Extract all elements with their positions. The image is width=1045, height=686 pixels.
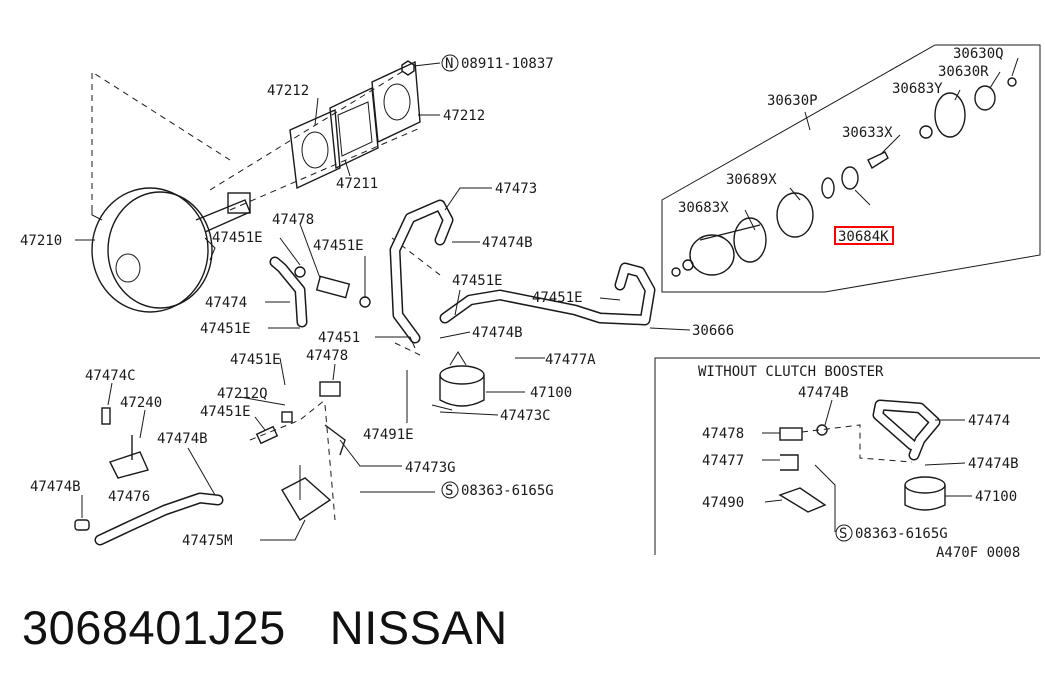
label-30666: 30666 (692, 323, 734, 339)
label-47451e-d: 47451E (452, 273, 503, 289)
nut-08911[interactable] (401, 60, 415, 76)
label-47473: 47473 (495, 181, 537, 197)
label-08911-10837: 08911-10837 (461, 56, 554, 72)
part-labels: N 08911-10837 47212 47212 47211 47210 47… (20, 46, 1020, 561)
label-47474b-d: 47474B (30, 479, 81, 495)
label-47451e-e: 47451E (532, 290, 583, 306)
label-30683y: 30683Y (892, 81, 943, 97)
clutch-booster-body-30630p[interactable] (671, 77, 1017, 277)
label-inset-47477: 47477 (702, 453, 744, 469)
label-47477a: 47477A (545, 352, 596, 368)
label-47451e-b: 47451E (313, 238, 364, 254)
gasket-47212-right[interactable] (371, 60, 421, 144)
inset-bracket-47490[interactable] (778, 454, 827, 513)
inset-tank-47100[interactable] (904, 476, 946, 511)
leader-lines (75, 57, 1019, 541)
check-valve-47478-upper[interactable] (294, 266, 371, 308)
label-30683x: 30683X (678, 200, 729, 216)
label-n-circle: N (445, 56, 453, 72)
parts-diagram: N 08911-10837 47212 47212 47211 47210 47… (20, 44, 1041, 561)
hose-30666[interactable] (439, 262, 656, 326)
label-47476: 47476 (108, 489, 150, 505)
label-47474b-a: 47474B (482, 235, 533, 251)
label-47212-top: 47212 (267, 83, 309, 99)
label-s-circle-b: S (839, 526, 847, 542)
label-30630p: 30630P (767, 93, 818, 109)
brake-booster-47210[interactable] (91, 187, 251, 313)
label-47478-upper: 47478 (272, 212, 314, 228)
inset-frame (654, 357, 1040, 555)
gasket-47212-left[interactable] (289, 108, 341, 190)
label-inset-47490: 47490 (702, 495, 744, 511)
label-47212-right: 47212 (443, 108, 485, 124)
inset-title: WITHOUT CLUTCH BOOSTER (698, 364, 884, 380)
label-47451e-g: 47451E (230, 352, 281, 368)
label-inset-47100: 47100 (975, 489, 1017, 505)
hose-47476[interactable] (94, 492, 224, 546)
label-08363-6165g-a: 08363-6165G (461, 483, 554, 499)
inset-hose-47474[interactable] (872, 399, 941, 461)
label-47474c: 47474C (85, 368, 136, 384)
label-30689x: 30689X (726, 172, 777, 188)
reference-code: A470F 0008 (936, 545, 1020, 561)
label-30630q: 30630Q (953, 46, 1004, 62)
label-47478-lower: 47478 (306, 348, 348, 364)
label-47475m: 47475M (182, 533, 233, 549)
label-47451e-a: 47451E (212, 230, 263, 246)
label-s-circle-a: S (445, 483, 453, 499)
label-30633x: 30633X (842, 125, 893, 141)
valve-assembly-lower[interactable] (255, 381, 346, 456)
label-47451e-c: 47451E (200, 321, 251, 337)
label-47491e: 47491E (363, 427, 414, 443)
vacuum-tank-47100[interactable] (431, 351, 485, 411)
label-47473c: 47473C (500, 408, 551, 424)
label-30684k: 30684K (838, 229, 889, 245)
label-08363-6165g-b: 08363-6165G (855, 526, 948, 542)
brand-name: NISSAN (329, 601, 508, 654)
bracket-47475m[interactable] (281, 470, 332, 521)
clamp-47474b-lower[interactable] (74, 519, 90, 531)
clutch-booster-panel (661, 44, 1041, 293)
label-47451: 47451 (318, 330, 360, 346)
label-47212q: 47212Q (217, 386, 268, 402)
highlight-box (834, 226, 894, 245)
hose-47473[interactable] (389, 199, 454, 344)
label-47211: 47211 (336, 176, 378, 192)
hose-47474[interactable] (269, 256, 308, 328)
bracket-47240[interactable] (101, 407, 149, 479)
spacer-47211[interactable] (329, 86, 379, 170)
label-47240: 47240 (120, 395, 162, 411)
label-inset-47478: 47478 (702, 426, 744, 442)
label-47210: 47210 (20, 233, 62, 249)
inset-check-valve-47478[interactable] (779, 424, 828, 441)
part-caption: 3068401J25 NISSAN (22, 600, 508, 655)
label-47474: 47474 (205, 295, 247, 311)
part-number: 3068401J25 (22, 601, 286, 654)
label-inset-47474: 47474 (968, 413, 1010, 429)
label-47451e-h: 47451E (200, 404, 251, 420)
label-47474b-b: 47474B (472, 325, 523, 341)
label-30630r: 30630R (938, 64, 989, 80)
label-47473g: 47473G (405, 460, 456, 476)
label-inset-47474b-right: 47474B (968, 456, 1019, 472)
label-47474b-c: 47474B (157, 431, 208, 447)
label-inset-47474b-top: 47474B (798, 385, 849, 401)
label-47100: 47100 (530, 385, 572, 401)
